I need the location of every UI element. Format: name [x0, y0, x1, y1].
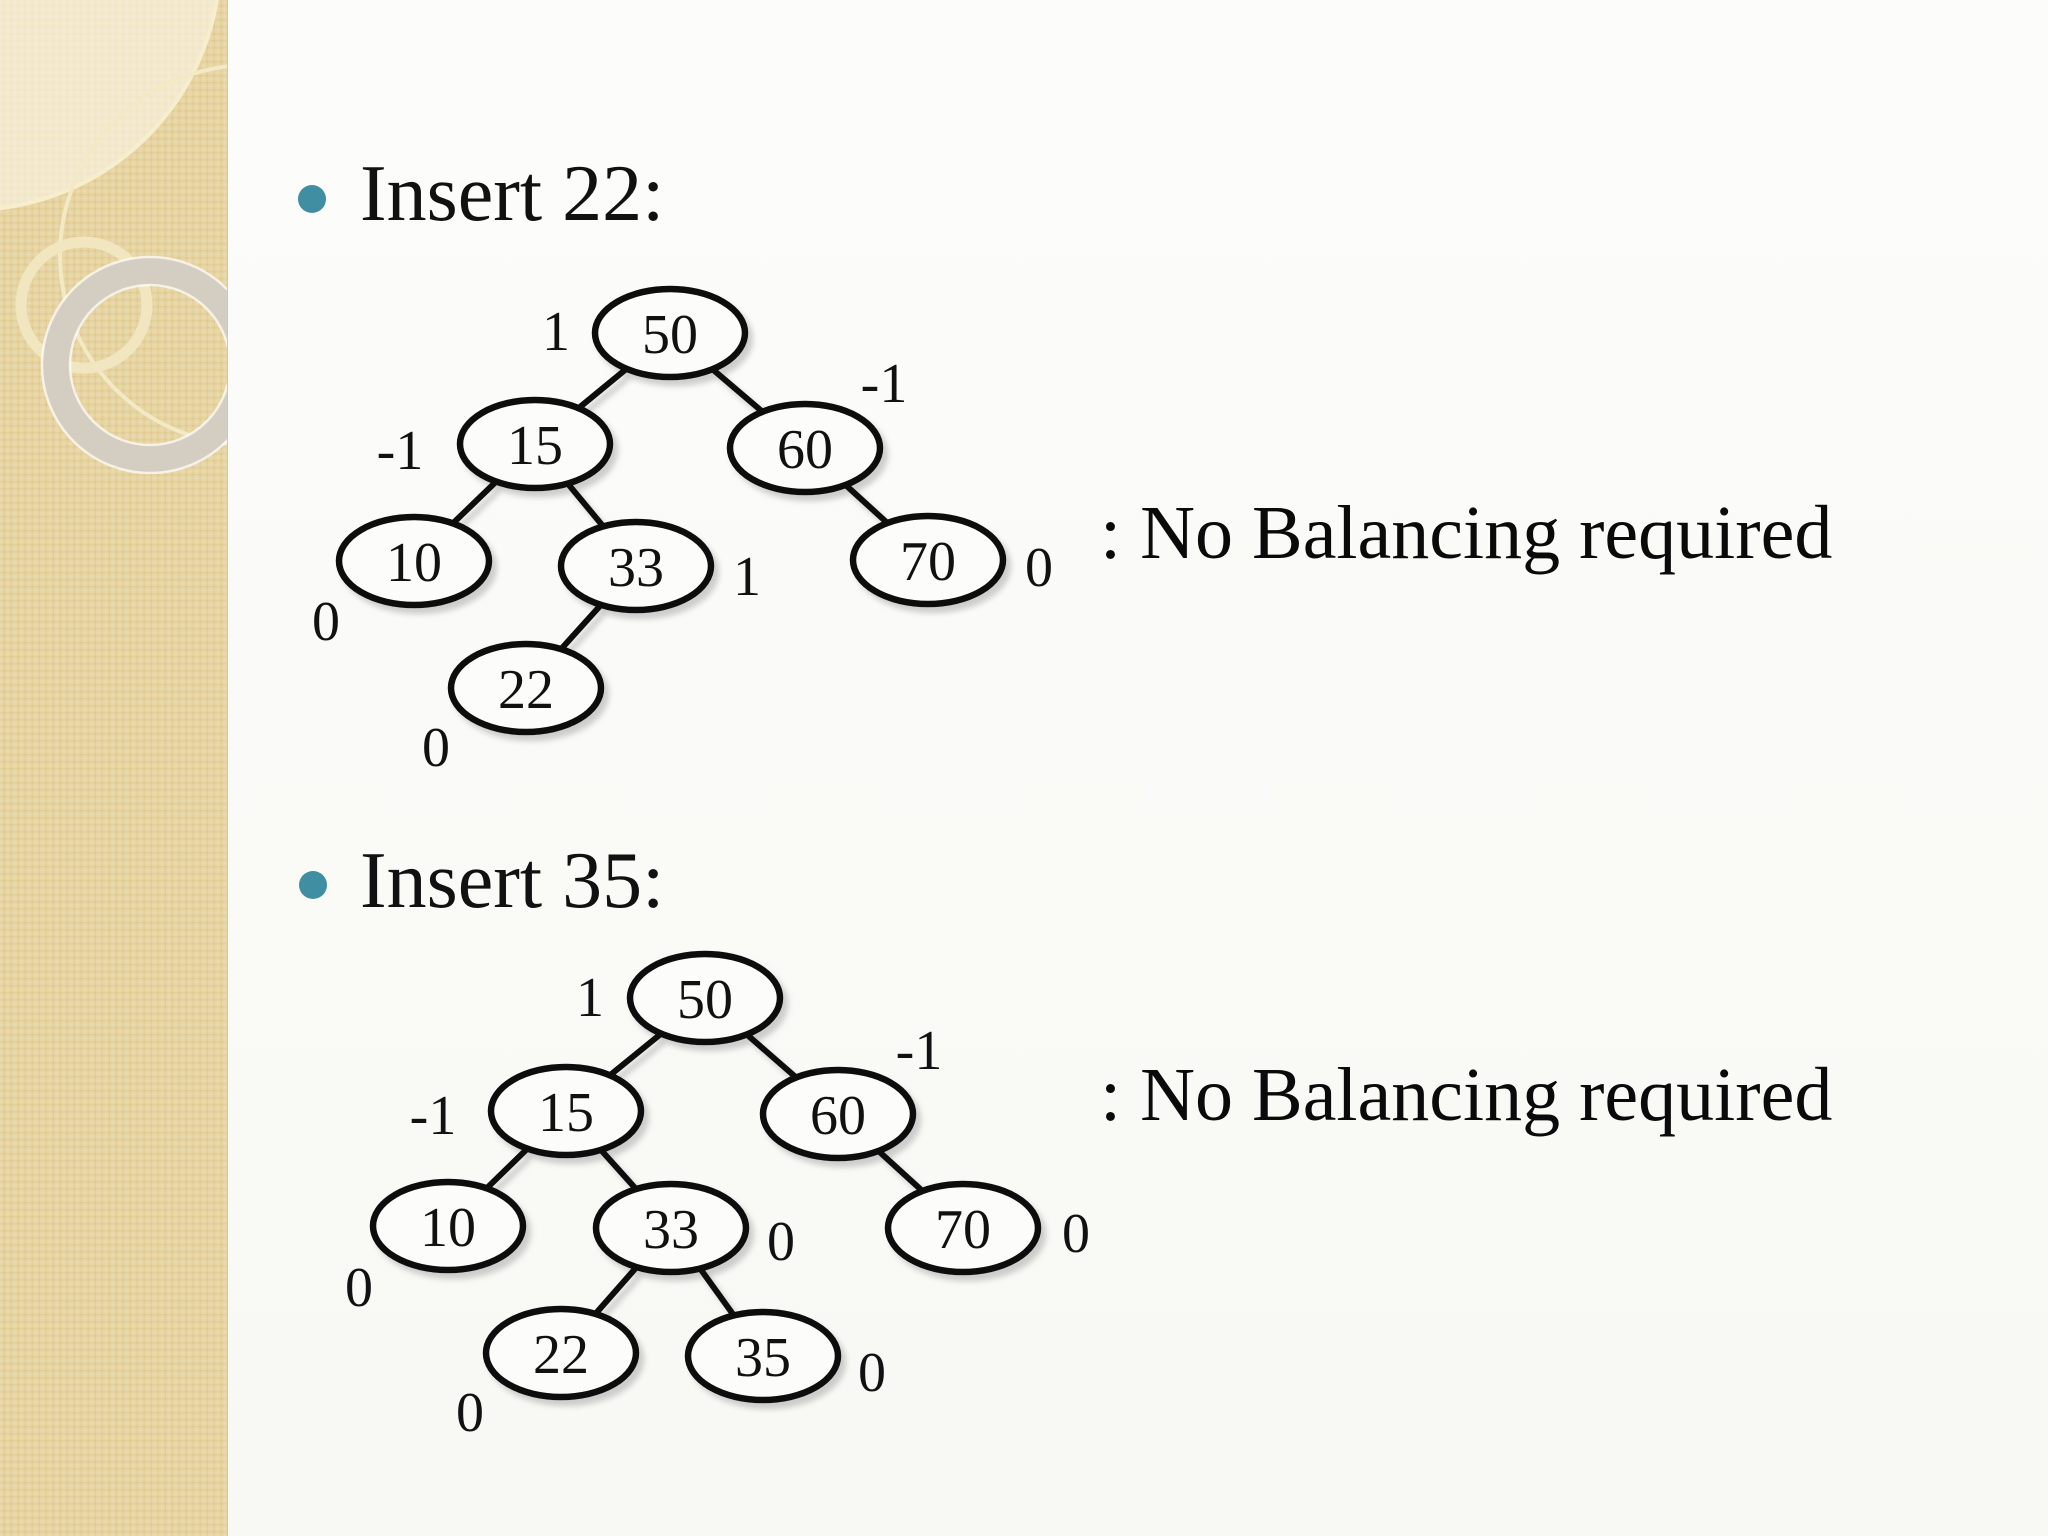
node-label-50: 50 — [677, 969, 733, 1031]
balance-factor-33: 0 — [767, 1211, 795, 1273]
band-ring-gray — [42, 257, 227, 473]
balance-factor-35: 0 — [858, 1342, 886, 1404]
avl-after-insert-22-labels: 50 1 15 -1 60 -1 10 0 33 1 70 0 22 0 — [312, 301, 1053, 779]
bullet-dot-2 — [299, 871, 327, 899]
node-label-15: 15 — [538, 1082, 594, 1144]
bullet-text-insert-35: Insert 35: — [360, 837, 665, 925]
node-label-15: 15 — [507, 415, 563, 477]
balance-factor-50: 1 — [576, 967, 604, 1029]
node-label-10: 10 — [420, 1197, 476, 1259]
node-label-33: 33 — [643, 1199, 699, 1261]
tree-node-15 — [456, 396, 614, 492]
band-ring-gray-outer-edge — [40, 255, 227, 475]
band-arc-mid — [58, 64, 227, 446]
band-ring-cream — [15, 236, 153, 374]
tree-node-60 — [759, 1066, 917, 1162]
avl-after-insert-35 — [369, 950, 1042, 1404]
tree-node-22 — [447, 640, 605, 736]
node-label-22: 22 — [498, 659, 554, 721]
bullet-dot-1 — [298, 185, 326, 213]
tree-node-50 — [626, 950, 784, 1046]
node-label-70: 70 — [900, 531, 956, 593]
node-label-50: 50 — [642, 304, 698, 366]
balance-factor-70: 0 — [1025, 537, 1053, 599]
tree-node-22 — [482, 1305, 640, 1401]
balance-factor-10: 0 — [312, 591, 340, 653]
tree-node-10 — [369, 1178, 527, 1274]
tree-node-10 — [335, 513, 493, 609]
band-light-corner — [0, 0, 217, 209]
tree-node-33 — [592, 1180, 750, 1276]
node-label-10: 10 — [386, 532, 442, 594]
tree-node-33 — [557, 518, 715, 614]
balance-factor-15: -1 — [410, 1085, 457, 1147]
band-ornaments — [0, 0, 227, 475]
node-label-60: 60 — [810, 1085, 866, 1147]
bullet-text-insert-22: Insert 22: — [360, 150, 665, 238]
tree-node-50 — [591, 285, 749, 381]
avl-after-insert-35-labels: 50 1 15 -1 60 -1 10 0 33 0 70 0 22 0 35 0 — [345, 967, 1090, 1444]
annotation-no-balancing-1: : No Balancing required — [1100, 491, 1832, 575]
tree-node-15 — [487, 1063, 645, 1159]
node-label-33: 33 — [608, 537, 664, 599]
tree-node-35 — [684, 1308, 842, 1404]
balance-factor-15: -1 — [377, 420, 424, 482]
decorative-side-band — [0, 0, 228, 1536]
tree-node-70 — [884, 1180, 1042, 1276]
node-label-35: 35 — [735, 1327, 791, 1389]
annotation-no-balancing-2: : No Balancing required — [1100, 1053, 1832, 1137]
avl-after-insert-22 — [335, 285, 1007, 736]
band-ring-gray-inner-edge — [68, 283, 227, 447]
tree-node-70 — [849, 512, 1007, 608]
node-label-70: 70 — [935, 1199, 991, 1261]
balance-factor-10: 0 — [345, 1257, 373, 1319]
balance-factor-60: -1 — [861, 353, 908, 415]
tree-node-60 — [726, 400, 884, 496]
node-label-60: 60 — [777, 419, 833, 481]
balance-factor-22: 0 — [422, 717, 450, 779]
node-label-22: 22 — [533, 1324, 589, 1386]
balance-factor-50: 1 — [542, 301, 570, 363]
balance-factor-22: 0 — [456, 1382, 484, 1444]
balance-factor-70: 0 — [1062, 1203, 1090, 1265]
balance-factor-60: -1 — [896, 1020, 943, 1082]
balance-factor-33: 1 — [733, 546, 761, 608]
